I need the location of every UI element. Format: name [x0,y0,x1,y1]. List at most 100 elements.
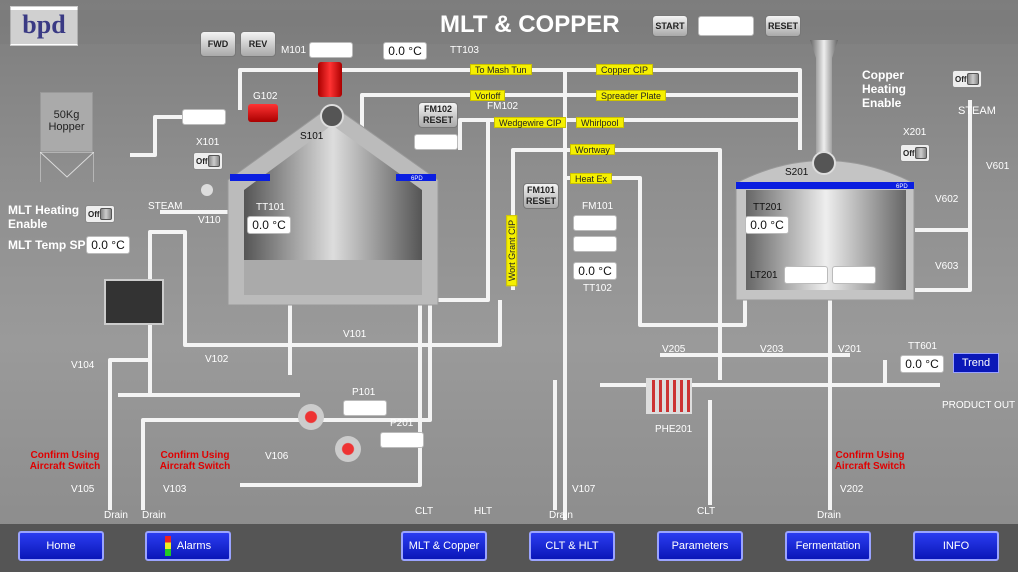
v107-label: V107 [572,484,596,495]
page-title: MLT & COPPER [440,11,620,38]
v602-label: V602 [935,194,959,205]
nav-clt-hlt[interactable]: CLT & HLT [529,531,615,561]
g102-value [182,109,226,125]
v205-label: V205 [662,344,686,355]
alarm-beacon-icon [164,536,171,556]
mlt-temp-sp-label: MLT Temp SP [8,238,86,252]
tt102-label: TT102 [583,283,612,294]
steam-left-label: STEAM [148,201,183,212]
rev-button[interactable]: REV [240,31,276,57]
p201-pump-icon[interactable] [335,436,361,462]
x201-state: Off [903,148,915,158]
x201-label: X201 [903,127,927,138]
tag-vorloff: Vorloff [470,90,506,101]
v101-label: V101 [343,329,367,340]
fm102-label: FM102 [487,101,519,112]
x101-label: X101 [196,137,220,148]
copper-heating-toggle[interactable]: Off [952,70,982,88]
fm101-value-1 [573,215,617,231]
nav-alarms-label: Alarms [176,540,212,552]
drain-4: Drain [817,510,841,521]
grist-case [104,279,164,325]
m101-label: M101 [281,45,307,56]
tt103-value: 0.0 °C [383,42,427,60]
v110-valve-icon[interactable] [201,184,213,196]
start-field[interactable] [698,16,754,36]
copper-heating-state: Off [955,74,967,84]
tt102-value: 0.0 °C [573,262,617,280]
m101-value [309,42,353,58]
bpd-logo: bpd [10,6,78,46]
mlt-badge: 6PD [411,176,423,182]
start-button[interactable]: START [652,15,688,37]
tt101-label: TT101 [256,202,285,213]
drain-1: Drain [104,510,128,521]
g102-label: G102 [253,91,278,102]
mlt-heating-state: Off [88,209,100,219]
mlt-heating-label: MLT Heating Enable [8,203,80,231]
mlt-temp-sp-input[interactable]: 0.0 °C [86,236,130,254]
mlt-heating-toggle[interactable]: Off [85,205,115,223]
x201-toggle[interactable]: Off [900,144,930,162]
fm101-value-2 [573,236,617,252]
v105-label: V105 [71,484,95,495]
tt601-label: TT601 [908,341,937,352]
warning-3: Confirm Using Aircraft Switch [834,450,906,472]
nav-mlt-copper[interactable]: MLT & Copper [401,531,487,561]
tt101-value: 0.0 °C [247,216,291,234]
drain-3: Drain [549,510,573,521]
warning-2: Confirm Using Aircraft Switch [159,450,231,472]
header-bar [0,10,1018,44]
fwd-button[interactable]: FWD [200,31,236,57]
reset-button[interactable]: RESET [765,15,801,37]
clt-outlet-2: CLT [697,506,716,517]
v601-label: V601 [986,161,1010,172]
tag-wedgewire-cip: Wedgewire CIP [494,117,567,128]
tag-to-mash-tun: To Mash Tun [470,64,532,75]
drain-2: Drain [142,510,166,521]
v110-label: V110 [198,215,221,226]
svg-text:6PD: 6PD [896,184,908,190]
nav-fermentation[interactable]: Fermentation [785,531,871,561]
steam-right-label: STEAM [958,105,996,117]
g102-motor-icon [248,104,278,122]
v104-label: V104 [71,360,95,371]
hopper-label: 50Kg Hopper [48,109,85,133]
p201-label: P201 [390,418,414,429]
tag-whirlpool: Whirlpool [576,117,624,128]
phe201-heat-exchanger-icon [646,378,692,414]
x101-state: Off [196,156,208,166]
x101-toggle[interactable]: Off [193,152,223,170]
fm101-reset-button[interactable]: FM101 RESET [523,183,559,209]
nav-info[interactable]: INFO [913,531,999,561]
s201-label: S201 [785,167,809,178]
tag-copper-cip: Copper CIP [596,64,654,75]
fm101-label: FM101 [582,201,614,212]
tag-spreader-plate: Spreader Plate [596,90,667,101]
v203-label: V203 [760,344,784,355]
nav-home[interactable]: Home [18,531,104,561]
tt201-label: TT201 [753,202,782,213]
fm102-value [414,134,458,150]
v201-label: V201 [838,344,862,355]
p201-value [380,432,424,448]
hopper: 50Kg Hopper [40,92,93,152]
p101-pump-icon[interactable] [298,404,324,430]
phe201-label: PHE201 [655,424,693,435]
lt201-value-2 [832,266,876,284]
tag-wort-grant-cip: Wort Grant CIP [506,214,518,287]
warning-1: Confirm Using Aircraft Switch [29,450,101,472]
v103-label: V103 [163,484,187,495]
fm102-reset-button[interactable]: FM102 RESET [418,102,458,128]
copper-heating-label: Copper Heating Enable [862,68,907,110]
nav-parameters[interactable]: Parameters [657,531,743,561]
nav-alarms[interactable]: Alarms [145,531,231,561]
hopper-legs [40,152,94,182]
mash-tun-vessel: 6PD [227,104,439,306]
trend-button[interactable]: Trend [953,353,999,373]
v202-label: V202 [840,484,864,495]
v102-label: V102 [205,354,229,365]
tt601-value: 0.0 °C [900,355,944,373]
